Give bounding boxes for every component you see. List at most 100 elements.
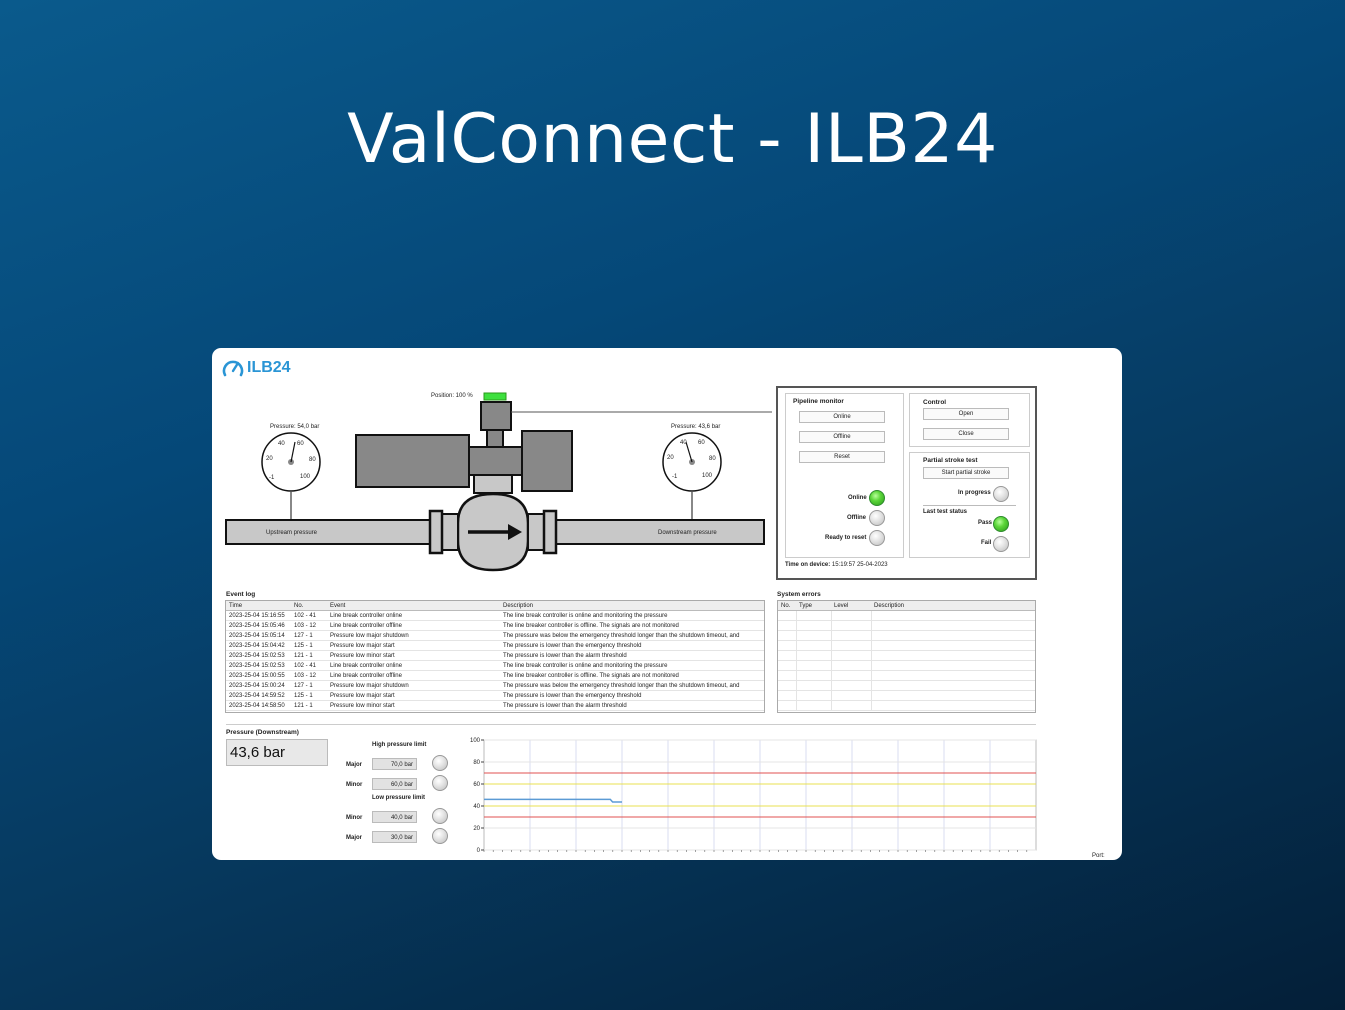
pressure-series-line [484,798,622,803]
start-partial-stroke-button[interactable]: Start partial stroke [923,467,1009,479]
table-cell: The pressure was below the emergency thr… [500,630,764,641]
column-header[interactable]: Description [871,601,1035,611]
downstream-pipe-label: Downstream pressure [658,530,717,536]
table-row [778,660,1035,671]
table-cell: 2023-25-04 15:02:53 [226,650,291,661]
upstream-pressure-label: Pressure: 54,0 bar [270,424,320,430]
table-cell [831,620,872,631]
table-cell [796,630,832,641]
column-header[interactable]: Type [796,601,831,611]
y-tick-label: 100 [470,738,481,744]
event-log-table-container[interactable]: Time No. Event Description 2023-25-04 15… [225,600,765,713]
system-errors-title: System errors [777,591,821,598]
table-cell [831,610,872,621]
upstream-pipe-label: Upstream pressure [266,530,318,536]
low-minor-field[interactable]: 40,0 bar [372,811,417,823]
ready-to-reset-label: Ready to reset [825,535,867,541]
low-minor-indicator-icon [432,808,448,824]
downstream-pressure-label: Pressure: 43,6 bar [671,424,721,430]
open-button[interactable]: Open [923,408,1009,420]
table-cell [796,680,832,691]
online-button[interactable]: Online [799,411,885,423]
table-cell [778,630,797,641]
table-cell [778,690,797,701]
system-errors-table-container[interactable]: No. Type Level Description [777,600,1036,713]
in-progress-indicator-icon [993,486,1009,502]
high-minor-field[interactable]: 60,0 bar [372,778,417,790]
close-button[interactable]: Close [923,428,1009,440]
pipeline-monitor-group: Pipeline monitor Online Offline Reset On… [785,393,904,558]
reset-button[interactable]: Reset [799,451,885,463]
downstream-tick: 60 [698,440,705,446]
table-cell: The line breaker controller is offline. … [500,620,764,631]
system-errors-table: No. Type Level Description [778,601,1035,711]
valve-diagram: -1 20 40 60 80 100 -1 20 40 60 80 100 [225,392,772,572]
section-divider [226,724,1036,725]
online-status-label: Online [848,495,867,501]
pass-indicator-icon [993,516,1009,532]
page-title: ValConnect - ILB24 [347,100,998,179]
table-cell [778,650,797,661]
low-major-field[interactable]: 30,0 bar [372,831,417,843]
y-tick-label: 20 [473,826,480,832]
column-header[interactable]: No. [778,601,796,611]
table-row [778,700,1035,711]
table-cell [778,610,797,621]
table-cell: 2023-25-04 15:05:46 [226,620,291,631]
table-cell [871,620,1035,631]
table-cell [796,650,832,661]
downstream-tick: 100 [702,473,713,479]
control-group: Control Open Close [909,393,1030,447]
divider [923,505,1016,506]
table-row [778,650,1035,661]
offline-indicator-icon [869,510,885,526]
column-header[interactable]: No. [291,601,327,611]
table-cell [778,700,797,711]
offline-button[interactable]: Offline [799,431,885,443]
table-row [778,690,1035,701]
column-header[interactable]: Level [831,601,871,611]
table-cell [796,640,832,651]
table-cell: The pressure is lower than the alarm thr… [500,650,764,661]
table-cell: 121 - 1 [291,650,327,661]
table-cell [831,650,872,661]
y-tick-label: 80 [473,760,480,766]
column-header[interactable]: Description [500,601,764,611]
table-cell [871,680,1035,691]
table-cell [796,620,832,631]
table-cell: 2023-25-04 15:05:14 [226,630,291,641]
table-cell: Pressure low minor start [327,700,500,711]
low-major-label: Major [346,835,363,841]
table-cell [831,640,872,651]
table-cell: 125 - 1 [291,640,327,651]
column-header[interactable]: Event [327,601,500,611]
table-cell [831,670,872,681]
column-header[interactable]: Time [226,601,291,611]
table-cell [871,700,1035,711]
table-cell: 127 - 1 [291,680,327,691]
pipeline-monitor-title: Pipeline monitor [793,398,844,405]
high-major-field[interactable]: 70,0 bar [372,758,417,770]
low-major-indicator-icon [432,828,448,844]
table-cell [796,660,832,671]
table-header-row: No. Type Level Description [778,601,1035,611]
downstream-tick: 80 [709,456,716,462]
table-cell: 125 - 1 [291,690,327,701]
partial-stroke-group: Partial stroke test Start partial stroke… [909,452,1030,558]
table-cell: Line break controller offline [327,620,500,631]
high-minor-label: Minor [346,782,363,788]
table-header-row: Time No. Event Description [226,601,764,611]
table-cell: The pressure was below the emergency thr… [500,680,764,691]
table-cell: 2023-25-04 15:04:42 [226,640,291,651]
table-cell: Pressure low major shutdown [327,680,500,691]
